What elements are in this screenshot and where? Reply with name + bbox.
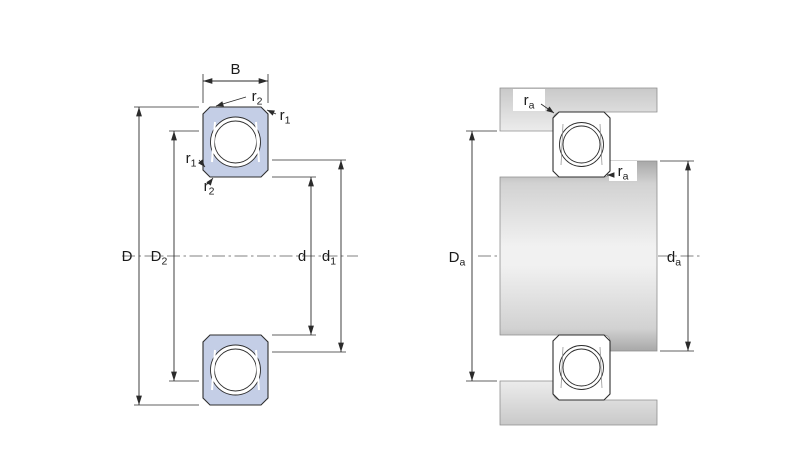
dim-label-r2-top: r2 xyxy=(252,88,263,108)
dimension-D: D xyxy=(122,106,199,406)
shield-slit xyxy=(560,123,564,166)
shield-slit xyxy=(255,349,260,391)
dim-label-d: d xyxy=(298,248,306,265)
chamfer-r1-right: r1 xyxy=(266,107,291,127)
dim-label-r1-left: r1 xyxy=(186,150,197,170)
dim-label-D2: D2 xyxy=(151,248,168,268)
left-view-bearing-section: B D D2 d xyxy=(122,61,358,406)
dimension-B: B xyxy=(202,61,269,103)
mounted-bearing-upper-section xyxy=(552,111,611,178)
bearing-lower-section xyxy=(202,334,269,406)
chamfer-r2-top: r2 xyxy=(215,88,263,108)
right-view-mounting-section: Da da ra ra xyxy=(449,87,702,426)
shield-slit xyxy=(599,123,603,166)
mounted-bearing-lower-section xyxy=(552,334,611,401)
dim-label-r2-left: r2 xyxy=(204,178,215,198)
dimension-Da: Da xyxy=(449,130,497,382)
ball xyxy=(562,125,601,164)
dim-label-Da: Da xyxy=(449,249,466,269)
ball xyxy=(562,348,601,387)
dimension-d1: d1 xyxy=(272,159,346,353)
label-notch xyxy=(513,89,545,111)
dimension-d: d xyxy=(272,176,316,336)
fillet-ra-housing: ra xyxy=(524,92,555,114)
dim-label-ra-shaft: ra xyxy=(618,163,629,183)
bearing-upper-section xyxy=(202,106,269,178)
label-notch xyxy=(609,161,637,181)
ball xyxy=(214,120,257,164)
dim-label-B: B xyxy=(230,61,240,78)
shield-slit xyxy=(211,121,216,163)
shield-slit xyxy=(211,349,216,391)
dimension-da: da xyxy=(660,160,694,352)
dim-label-d1: d1 xyxy=(322,248,336,268)
dim-label-D: D xyxy=(122,248,133,265)
dim-label-da: da xyxy=(667,249,681,269)
shield-slit xyxy=(255,121,260,163)
dim-label-ra-housing: ra xyxy=(524,92,535,112)
shield-slit xyxy=(599,346,603,389)
shield-slit xyxy=(560,346,564,389)
fillet-ra-shaft: ra xyxy=(607,163,629,183)
chamfer-r1-left: r1 xyxy=(186,150,206,170)
chamfer-r2-left: r2 xyxy=(204,177,215,198)
dim-label-r1-right: r1 xyxy=(280,107,291,127)
shaft-section xyxy=(499,160,658,352)
dimension-D2: D2 xyxy=(151,130,199,382)
ball xyxy=(214,348,257,392)
